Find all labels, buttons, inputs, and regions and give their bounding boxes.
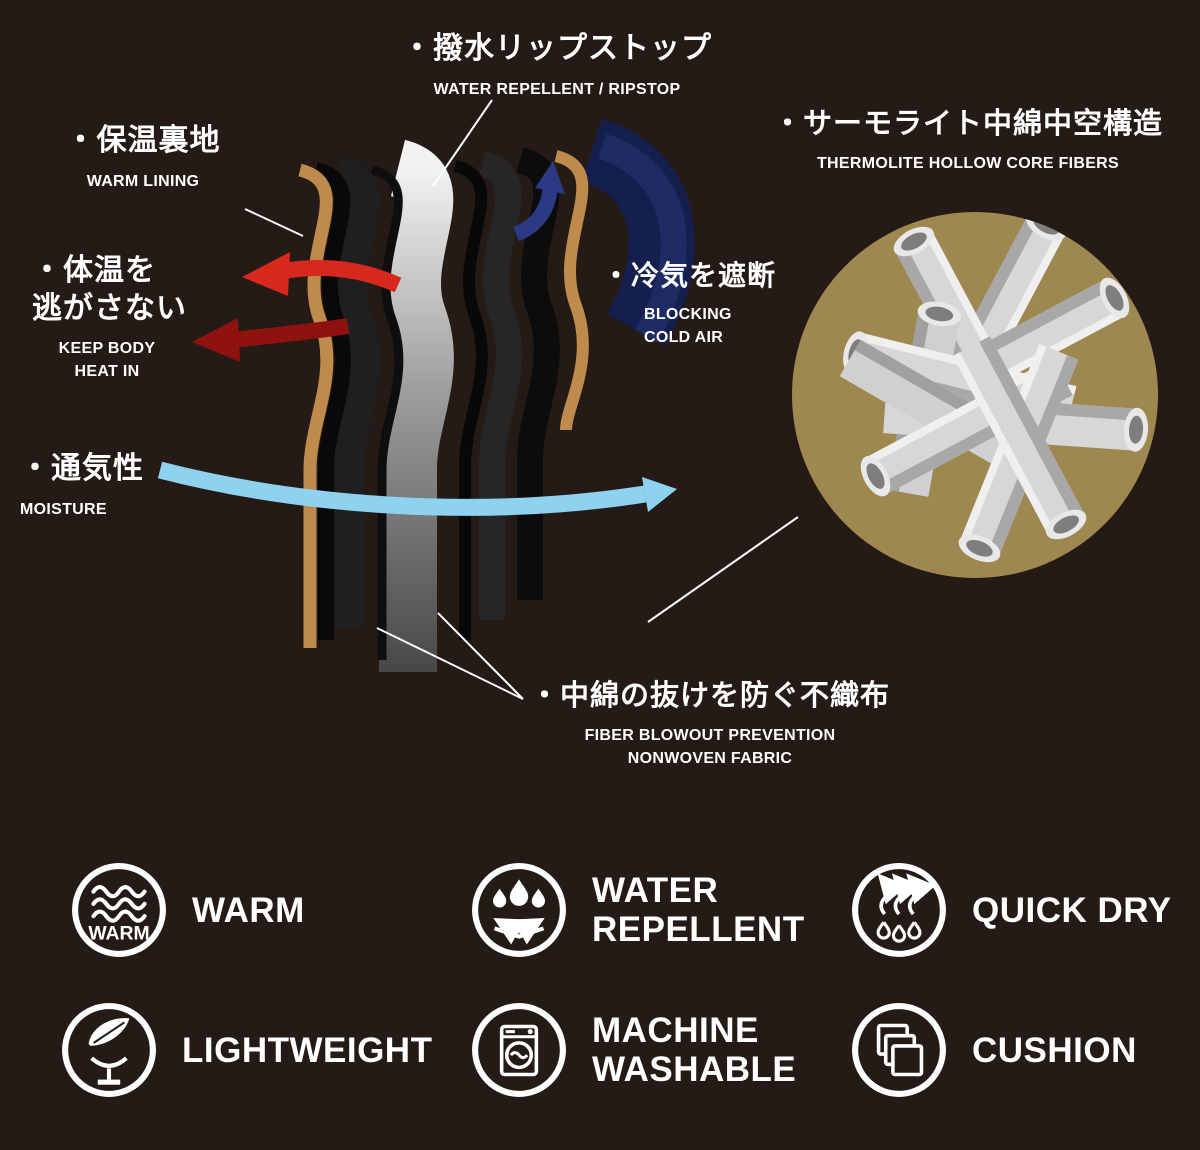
layer-dark-right — [477, 151, 522, 620]
callout-en-text: WARM LINING — [86, 172, 200, 190]
red-heat-arrow — [242, 252, 402, 296]
feature-quick-dry: QUICK DRY — [850, 860, 1172, 960]
callout-en-line: NONWOVEN FABRIC — [627, 750, 793, 768]
callout-jp-text: ・体温を — [32, 254, 156, 287]
fabric-layer-stack — [298, 139, 589, 672]
callout-jp-text: ・サーモライト中綿中空構造 — [772, 108, 1163, 140]
callout-moisture: ・通気性 MOISTURE — [20, 450, 200, 521]
callout-thermolite-fibers: ・サーモライト中綿中空構造 THERMOLITE HOLLOW CORE FIB… — [756, 106, 1180, 175]
callout-en-text: KEEP BODY HEAT IN — [32, 337, 182, 383]
feature-label: CUSHION — [972, 1031, 1137, 1070]
callout-jp-text: ・冷気を遮断 — [602, 260, 777, 291]
callout-en-text: WATER REPELLENT / RIPSTOP — [433, 80, 681, 98]
callout-leader-lines — [244, 99, 799, 700]
quick-dry-icon — [850, 861, 948, 959]
feature-label: QUICK DRY — [972, 891, 1172, 930]
feature-label: WARM — [192, 891, 305, 930]
callout-jp-text: ・撥水リップストップ — [402, 32, 712, 65]
callout-en-line: HEAT IN — [74, 363, 140, 381]
callout-en-text: FIBER BLOWOUT PREVENTION NONWOVEN FABRIC — [488, 724, 932, 770]
callout-warm-lining: ・保温裏地 WARM LINING — [48, 122, 238, 193]
water-repellent-icon — [470, 861, 568, 959]
layer-tan-outer-right — [554, 150, 589, 431]
callout-en-line: KEEP BODY — [58, 340, 156, 357]
cold-air-sheet — [580, 118, 695, 347]
feature-label-line: WASHABLE — [592, 1050, 797, 1089]
navy-cold-arrow — [512, 161, 565, 242]
callout-en-line: BLOCKING — [644, 306, 732, 323]
callout-nonwoven-fabric: ・中綿の抜けを防ぐ不織布 FIBER BLOWOUT PREVENTION NO… — [488, 678, 932, 771]
callout-jp-text: ・保温裏地 — [65, 124, 221, 157]
layer-dark-left — [333, 155, 380, 628]
callout-jp-text: 逃がさない — [32, 291, 187, 325]
fabric-layers-illustration — [157, 99, 1158, 700]
feature-label-line: WARM — [192, 890, 305, 930]
feature-label: LIGHTWEIGHT — [182, 1031, 432, 1070]
callout-en-line: COLD AIR — [644, 329, 724, 347]
feature-machine-washable: MACHINE WASHABLE — [470, 1000, 796, 1100]
callout-en-text: BLOCKING COLD AIR — [602, 303, 822, 349]
feature-label: WATER REPELLENT — [592, 871, 805, 949]
feature-warm: WARM WARM — [70, 860, 305, 960]
feature-label-line: MACHINE — [592, 1011, 759, 1050]
layer-nonwoven-left — [370, 165, 404, 660]
callout-en-text: THERMOLITE HOLLOW CORE FIBERS — [816, 155, 1120, 173]
callout-jp-text: ・中綿の抜けを防ぐ不織布 — [529, 680, 890, 712]
callout-water-repellent-ripstop: ・撥水リップストップ WATER REPELLENT / RIPSTOP — [392, 30, 722, 101]
feature-label-line: QUICK DRY — [972, 890, 1172, 930]
cushion-icon — [850, 1001, 948, 1099]
feature-label-line: CUSHION — [972, 1030, 1137, 1070]
feature-water-repellent: WATER REPELLENT — [470, 860, 805, 960]
thermolite-fiber-circle — [792, 212, 1158, 578]
layer-tan-lining — [298, 163, 334, 648]
feature-label: MACHINE WASHABLE — [592, 1011, 796, 1089]
hollow-fibers — [839, 212, 1149, 563]
layer-nonwoven-right — [453, 160, 488, 640]
callout-keep-body-heat: ・体温を 逃がさない KEEP BODY HEAT IN — [32, 252, 202, 383]
feature-label-line: LIGHTWEIGHT — [182, 1030, 433, 1070]
svg-text:WARM: WARM — [88, 923, 149, 945]
callout-en-line: FIBER BLOWOUT PREVENTION — [584, 727, 836, 745]
layer-insulation — [379, 139, 454, 672]
light-blue-moisture-arrow — [157, 461, 677, 516]
feature-lightweight: LIGHTWEIGHT — [60, 1000, 432, 1100]
machine-washable-icon — [470, 1001, 568, 1099]
dark-red-heat-arrow — [192, 318, 350, 362]
feature-label-line: WATER — [592, 871, 719, 910]
callout-en-text: MOISTURE — [20, 500, 107, 518]
feature-cushion: CUSHION — [850, 1000, 1137, 1100]
callout-jp-text: ・通気性 — [20, 452, 144, 485]
callout-blocking-cold-air: ・冷気を遮断 BLOCKING COLD AIR — [602, 258, 822, 349]
lightweight-icon — [60, 1001, 158, 1099]
feature-label-line: REPELLENT — [592, 910, 805, 949]
warm-icon: WARM — [70, 861, 168, 959]
